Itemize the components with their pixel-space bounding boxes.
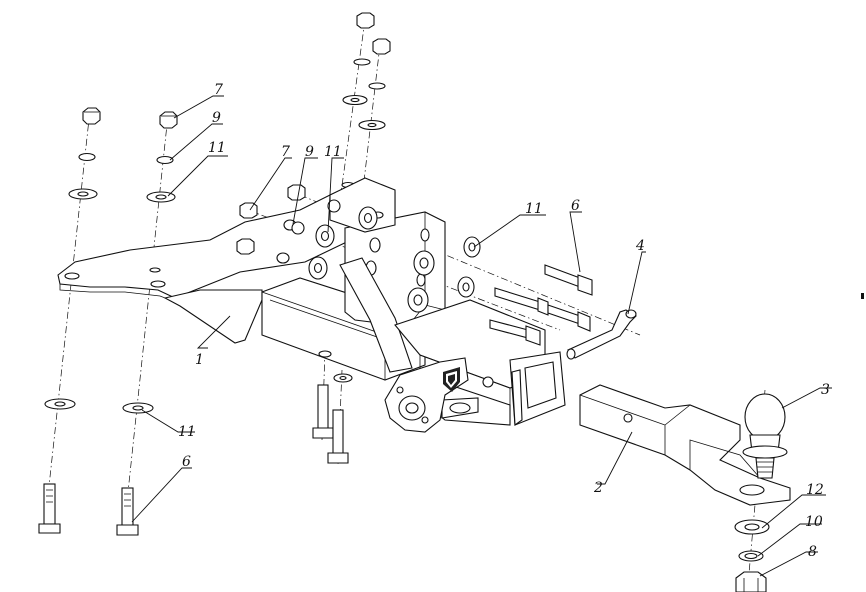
lower-center-bolts <box>312 350 353 464</box>
callout-7-left: 7 <box>214 82 223 98</box>
left-bolt <box>38 483 61 534</box>
callout-11-left: 11 <box>208 140 226 156</box>
callout-11-right: 11 <box>525 201 543 217</box>
callout-labels: 1 2 3 4 6 6 7 7 8 9 9 10 11 11 11 11 12 <box>178 82 830 560</box>
flat-washer-11c <box>315 224 335 248</box>
second-fastener-stack <box>116 111 178 536</box>
nut-7a <box>159 111 178 129</box>
callout-10: 10 <box>805 514 823 530</box>
callout-4: 4 <box>635 238 645 254</box>
callout-3: 3 <box>821 382 830 398</box>
nut-8 <box>735 571 767 592</box>
callout-11-lower: 11 <box>178 424 196 440</box>
left-lower-washer <box>44 398 76 410</box>
callout-11-center: 11 <box>324 144 342 160</box>
callout-8: 8 <box>808 544 817 560</box>
shield-logo <box>443 367 460 392</box>
edge-mark <box>861 293 864 299</box>
bolt-6b <box>544 264 593 296</box>
lock-washer-9a <box>156 155 174 165</box>
tow-ball-part-3 <box>742 393 788 479</box>
washer-12 <box>734 519 770 535</box>
flat-washer-11b <box>122 402 154 414</box>
top-fastener-stack <box>342 12 391 131</box>
callout-1: 1 <box>195 352 204 368</box>
left-nut <box>82 107 101 125</box>
nut-7b <box>239 202 258 219</box>
flat-washer-11a <box>146 191 176 203</box>
left-fastener-stack <box>38 107 101 534</box>
left-lock-washer <box>78 152 96 162</box>
left-flat-washer <box>68 188 98 200</box>
lock-washer-10 <box>738 550 764 562</box>
main-frame-part-1 <box>57 177 566 433</box>
callout-12: 12 <box>806 482 824 498</box>
mid-fasteners <box>236 184 435 313</box>
right-bolts <box>457 236 593 346</box>
callout-7-center: 7 <box>281 144 290 160</box>
ball-fasteners <box>734 519 770 592</box>
flat-washer-11d <box>463 236 481 258</box>
callout-9-left: 9 <box>212 110 221 126</box>
callout-2: 2 <box>593 480 603 496</box>
bolt-6a <box>116 487 139 536</box>
hitch-pin-part-4 <box>566 309 637 360</box>
callout-9-center: 9 <box>305 144 314 160</box>
drawbar-part-2 <box>579 384 791 506</box>
callout-6-lower: 6 <box>182 454 191 470</box>
leader-lines <box>131 95 832 577</box>
callout-6-right: 6 <box>571 198 580 214</box>
